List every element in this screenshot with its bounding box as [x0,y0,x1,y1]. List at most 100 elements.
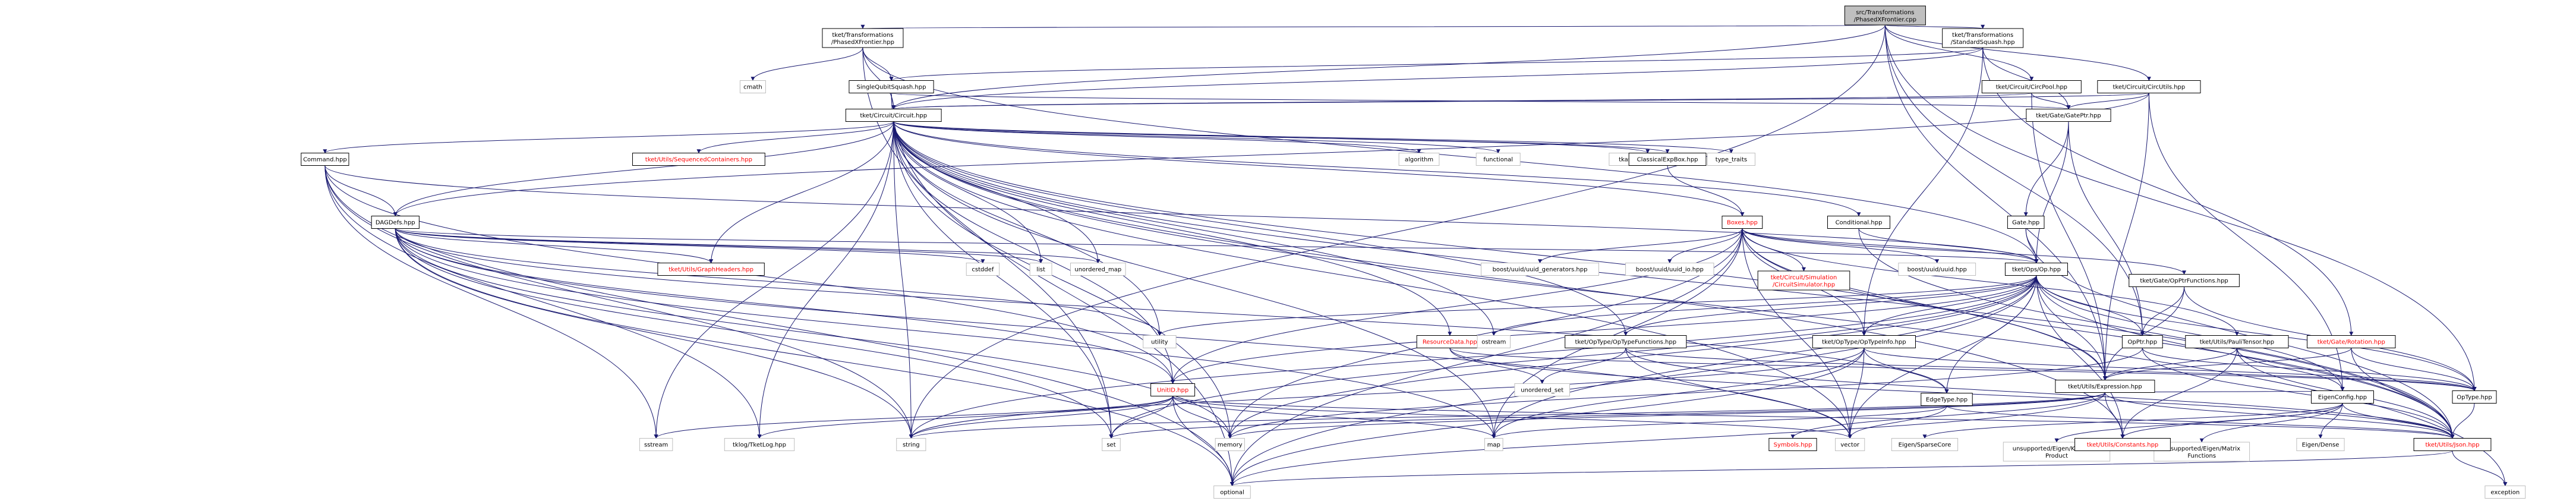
node-phasedx[interactable]: tket/Transformations/PhasedXFrontier.hpp [822,28,904,48]
node-paulitensor[interactable]: tket/Utils/PauliTensor.hpp [2185,335,2289,348]
node-expression[interactable]: tket/Utils/Expression.hpp [2055,380,2155,393]
node-unordered_set[interactable]: unordered_set [1514,383,1570,396]
node-conditional[interactable]: Conditional.hpp [1827,216,1890,229]
node-label: EdgeType.hpp [1926,397,1968,404]
edge-conditional-op [1858,228,2039,264]
node-algorithm[interactable]: algorithm [1398,153,1440,166]
node-command[interactable]: Command.hpp [301,153,349,166]
edge-optypefns-vector [1625,348,1852,439]
node-resdata[interactable]: ResourceData.hpp [1416,335,1483,348]
node-gateptr[interactable]: tket/Gate/GatePtr.hpp [2026,109,2111,122]
edge-root-optype [1884,24,2477,392]
node-edgetype[interactable]: EdgeType.hpp [1921,393,1973,406]
node-eigensparse[interactable]: Eigen/SparseCore [1891,438,1959,451]
node-label: Boxes.hpp [1727,220,1758,226]
node-json[interactable]: tket/Utils/Json.hpp [2413,438,2492,451]
node-rotation[interactable]: tket/Gate/Rotation.hpp [2307,335,2396,348]
edge-boxes-uuidgen [1538,228,1743,264]
node-label: Functions [2187,453,2216,459]
node-list[interactable]: list [1029,263,1052,276]
node-ostream[interactable]: ostream [1477,335,1511,348]
node-box [2311,390,2374,404]
edge-circuit-unordered_map [893,121,1101,264]
node-box [1942,28,2024,48]
node-cstddef[interactable]: cstddef [966,263,1000,276]
node-circpool[interactable]: tket/Circuit/CircPool.hpp [1981,80,2082,93]
edge-opptrfns-expression [2102,286,2185,381]
node-box [657,263,765,276]
edge-optypeinfo-optype [1864,348,2477,392]
node-root[interactable]: src/Transformations/PhasedXFrontier.cpp [1844,5,1926,26]
node-box [2307,335,2396,348]
edge-opptr-memory [1228,348,2143,439]
node-graphheaders[interactable]: tket/Utils/GraphHeaders.hpp [657,263,765,276]
node-utility[interactable]: utility [1143,335,1177,348]
node-map[interactable]: map [1484,438,1503,451]
node-sstream[interactable]: sstream [639,438,673,451]
edge-dagdefs-utility [395,228,1162,336]
node-exception[interactable]: exception [2484,486,2526,499]
node-opptrfns[interactable]: tket/Gate/OpPtrFunctions.hpp [2129,274,2240,287]
node-optional[interactable]: optional [1213,486,1251,499]
node-functional[interactable]: functional [1475,153,1521,166]
node-label: exception [2490,490,2520,496]
node-opptr[interactable]: OpPtr.hpp [2121,335,2163,348]
node-label: memory [1218,442,1243,449]
edge-circuit-string [893,121,913,439]
node-circuit[interactable]: tket/Circuit/Circuit.hpp [845,109,942,122]
node-sqsquash[interactable]: SingleQubitSquash.hpp [849,80,934,93]
node-label: UnitID.hpp [1157,387,1188,394]
node-dagdefs[interactable]: DAGDefs.hpp [371,216,420,229]
edge-circuit-algorithm [893,121,1421,154]
node-vector[interactable]: vector [1835,438,1865,451]
edge-unitid-optional [1172,396,1234,487]
edge-boxes-unitid [1171,228,1743,385]
node-unordered_map[interactable]: unordered_map [1070,263,1126,276]
node-optype[interactable]: OpType.hpp [2452,390,2497,404]
edge-optypeinfo-string [909,348,1865,439]
edge-dagdefs-optional [395,228,1234,487]
node-memory[interactable]: memory [1215,438,1245,451]
node-stdsquash[interactable]: tket/Transformations/StandardSquash.hpp [1942,28,2024,48]
node-circutils[interactable]: tket/Circuit/CircUtils.hpp [2097,80,2201,93]
node-string[interactable]: string [896,438,926,451]
node-uuidio[interactable]: boost/uuid/uuid_io.hpp [1625,263,1714,276]
node-typetraits[interactable]: type_traits [1707,153,1756,166]
edge-conditional-json [1858,228,2455,439]
node-box [822,28,904,48]
node-box [1215,438,1245,451]
edge-unitid-memory [1172,396,1232,439]
node-box [2452,390,2497,404]
node-unitid[interactable]: UnitID.hpp [1150,383,1196,396]
node-label: SingleQubitSquash.hpp [857,84,926,91]
node-label: tket/Utils/PauliTensor.hpp [2200,339,2274,346]
node-seqcont[interactable]: tket/Utils/SequencedContainers.hpp [632,153,765,166]
edge-dagdefs-set [395,228,1114,439]
node-box [845,109,942,122]
node-classexp[interactable]: ClassicalExpBox.hpp [1628,153,1707,166]
node-op[interactable]: tket/Ops/Op.hpp [2004,263,2068,276]
node-gate[interactable]: Gate.hpp [2007,216,2045,229]
node-optypeinfo[interactable]: tket/OpType/OpTypeInfo.hpp [1812,335,1916,348]
node-cmath[interactable]: cmath [739,80,766,93]
edge-eigenconfig-constants [2120,403,2343,439]
node-box [632,153,765,166]
node-boxes[interactable]: Boxes.hpp [1721,216,1763,229]
node-box [1150,383,1196,396]
node-constants[interactable]: tket/Utils/Constants.hpp [2074,438,2171,451]
node-tklog[interactable]: tklog/TketLog.hpp [724,438,795,451]
node-circsim[interactable]: tket/Circuit/Simulation/CircuitSimulator… [1757,270,1850,291]
node-eigendense[interactable]: Eigen/Dense [2296,438,2345,451]
node-uuidgen[interactable]: boost/uuid/uuid_generators.hpp [1481,263,1599,276]
edge-dagdefs-unordered_map [395,228,1101,264]
node-optypefns[interactable]: tket/OpType/OpTypeFunctions.hpp [1565,335,1687,348]
node-uuid[interactable]: boost/uuid/uuid.hpp [1898,263,1976,276]
node-eigenconfig[interactable]: EigenConfig.hpp [2311,390,2374,404]
edge-opptr-json [2142,348,2455,439]
node-box [2129,274,2240,287]
node-label: utility [1151,339,1168,346]
node-set[interactable]: set [1102,438,1121,451]
node-symbols[interactable]: Symbols.hpp [1768,438,1817,451]
edge-json-optional [1230,450,2453,487]
